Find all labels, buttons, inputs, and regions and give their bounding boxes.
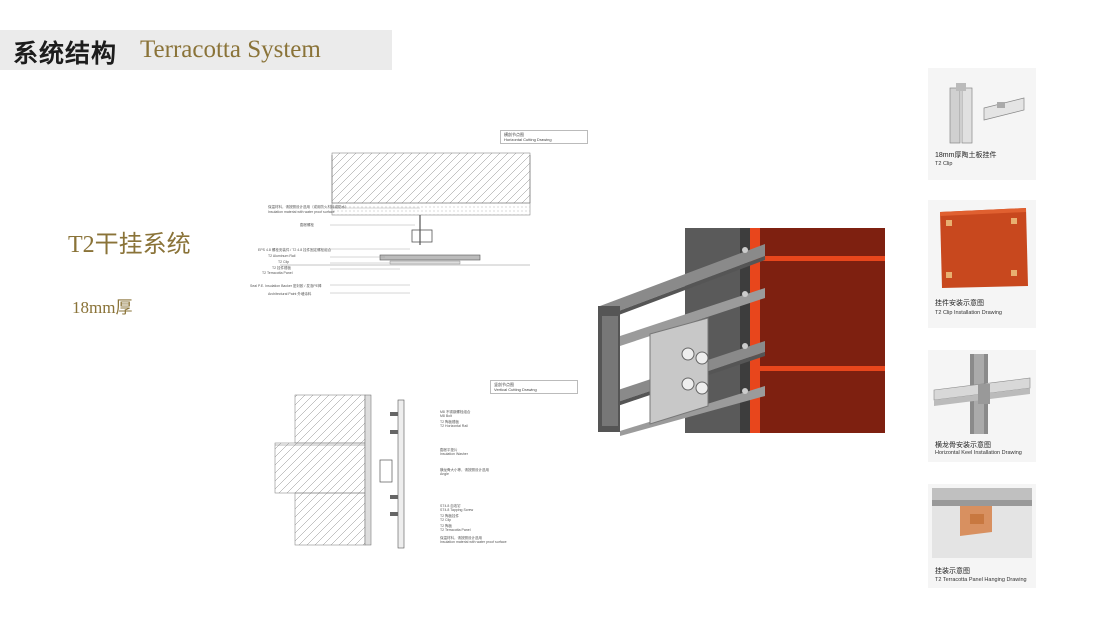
horizontal-title-cn: 横剖节点图	[504, 132, 524, 137]
vertical-title-en: Vertical Cutting Drawing	[494, 387, 537, 392]
card-panel-hanging: 挂装示意图 T2 Terracotta Panel Hanging Drawin…	[928, 484, 1036, 588]
v-label-8: Angle	[440, 472, 449, 476]
v-label-5: 膨胀平垫片	[440, 448, 458, 452]
h-label-1: 保温材料，请按照设计选用（或用防火材料或防水）	[268, 205, 349, 209]
v-label-3: T2 陶板槽板	[440, 420, 460, 424]
h-label-4: EPS 4.8 螺栓安装件 / T2 4.8 挂件固定螺栓组合	[258, 248, 332, 252]
panel-hanging-icon	[932, 488, 1032, 558]
h-label-9: Seal P.E. Insulation Backer 密封胶 / 发泡PE棒	[250, 284, 322, 288]
v-label-12: T2 Clip	[440, 518, 452, 522]
v-label-4: T2 Horizontal Rail	[440, 424, 468, 428]
system-thickness: 18mm厚	[72, 298, 133, 317]
system-name: T2干挂系统	[68, 232, 191, 258]
system-3d-render	[598, 228, 885, 436]
keel-installation-icon	[933, 354, 1031, 434]
vertical-drawing-title: 竖剖节点图 Vertical Cutting Drawing	[490, 380, 578, 394]
v-label-16: Insulation material with water proof sur…	[440, 540, 507, 544]
card-clip-installation: 挂件安装示意图 T2 Clip Installation Drawing	[928, 200, 1036, 328]
page-title-cn: 系统结构	[13, 39, 118, 68]
v-label-2: M8 Bolt	[440, 414, 452, 418]
card-panel-hanging-cn: 挂装示意图	[935, 568, 970, 575]
card-clip-installation-cn: 挂件安装示意图	[935, 300, 984, 307]
vertical-cutting-drawing	[274, 394, 405, 549]
h-label-8: T2 Terracotta Panel	[262, 271, 293, 275]
title-bar	[0, 30, 392, 70]
v-label-7: 横龙骨大小等，请按照设计选用	[440, 468, 489, 472]
v-label-10: ST4.8 Tapping Screw	[440, 508, 474, 512]
horizontal-drawing-title: 横剖节点图 Horizontal Cutting Drawing	[500, 130, 588, 144]
h-label-5: T2 Aluminum Rail	[268, 254, 296, 258]
card-keel-installation-en: Horizontal Keel Installation Drawing	[935, 450, 1022, 456]
card-keel-installation-cn: 横龙骨安装示意图	[935, 442, 991, 449]
clip-installation-icon	[940, 208, 1028, 288]
h-label-6: T2 Clip	[278, 260, 290, 264]
v-label-15: 保温材料，请按照设计选用	[440, 536, 482, 540]
horizontal-cutting-drawing	[280, 152, 531, 294]
card-clip-installation-en: T2 Clip Installation Drawing	[935, 310, 1002, 316]
v-label-9: ST4.8 自攻钉	[440, 504, 461, 508]
v-label-14: T2 Terracotta Panel	[440, 528, 471, 532]
v-label-11: T2 陶板挂件	[440, 514, 460, 518]
page-title-en: Terracotta System	[140, 36, 321, 63]
v-label-13: T2 陶板	[440, 524, 453, 528]
h-label-3: 膨胀螺栓	[300, 223, 314, 227]
v-label-6: Insulation Washer	[440, 452, 468, 456]
h-label-7: T2 挂件槽板	[272, 266, 292, 270]
clip-icon	[949, 83, 1025, 144]
vertical-title-cn: 竖剖节点图	[494, 382, 514, 387]
card-clip-cn: 18mm厚陶土板挂件	[935, 152, 997, 159]
horizontal-title-en: Horizontal Cutting Drawing	[504, 137, 552, 142]
v-label-1: M8 不锈钢螺栓组合	[440, 410, 471, 414]
h-label-10: Architectural Paint 外墙涂料	[268, 292, 312, 296]
card-clip-en: T2 Clip	[935, 161, 953, 167]
card-keel-installation: 横龙骨安装示意图 Horizontal Keel Installation Dr…	[928, 350, 1036, 462]
card-clip: 18mm厚陶土板挂件 T2 Clip	[928, 68, 1036, 180]
card-panel-hanging-en: T2 Terracotta Panel Hanging Drawing	[935, 577, 1027, 583]
h-label-2: Insulation material with water proof sur…	[268, 210, 335, 214]
